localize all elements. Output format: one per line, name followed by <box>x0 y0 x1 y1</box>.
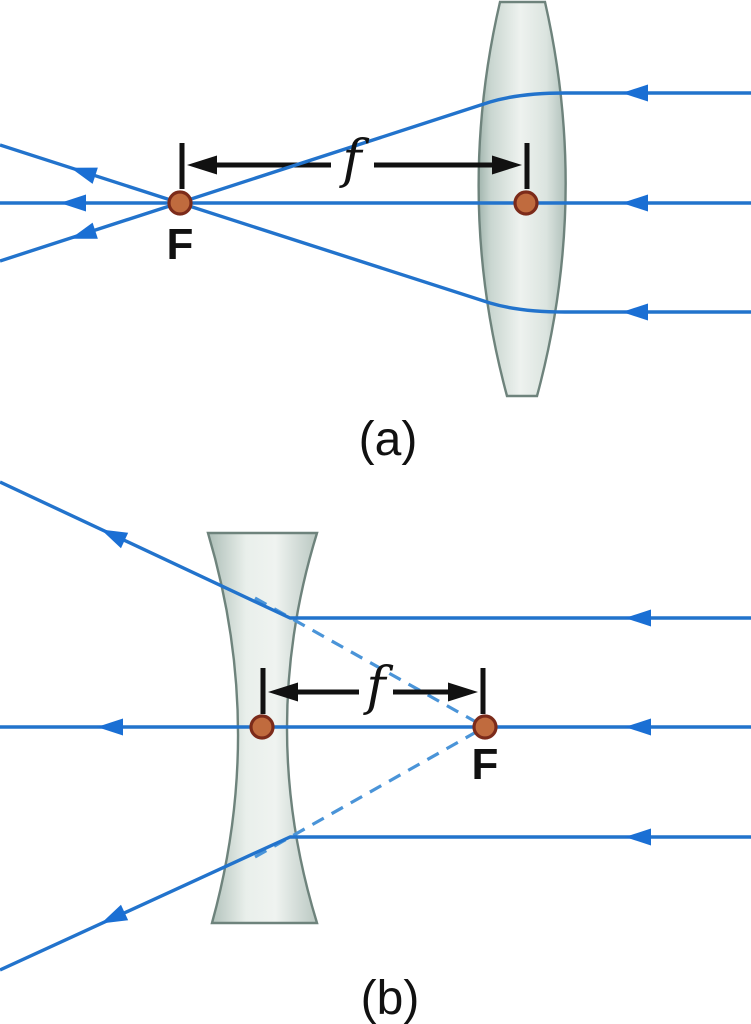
top-ray <box>0 480 751 620</box>
caption-b: (b) <box>361 972 420 1024</box>
rays-b <box>0 480 751 972</box>
dimension-arrow-right-icon <box>492 155 522 175</box>
dimension-tick-right-b <box>480 668 486 714</box>
ray-arrow-icon <box>70 222 98 239</box>
focal-length-label-b: f <box>362 657 393 717</box>
ray-arrow-icon <box>625 718 651 736</box>
panel-b: F f (b) <box>0 480 751 1024</box>
focal-length-label-a: f <box>338 130 369 190</box>
dimension-tick-left-a <box>179 143 185 189</box>
ray-arrow-icon <box>97 718 123 736</box>
bottom-ray <box>0 835 751 972</box>
focal-length-dimension-a <box>179 143 530 189</box>
ray-arrow-icon <box>60 194 86 212</box>
ray-arrow-icon <box>101 904 129 924</box>
lens-center-dot-b <box>249 714 275 740</box>
top-ray <box>0 91 751 263</box>
focal-point-dot-b <box>472 714 498 740</box>
ray-arrow-icon <box>625 609 651 627</box>
ray-arrow-icon <box>625 828 651 846</box>
focal-point-label-b: F <box>472 740 499 789</box>
rays-a <box>0 84 751 321</box>
focal-length-dimension-b <box>260 668 486 714</box>
lens-center-dot-a <box>513 190 539 216</box>
dimension-arrow-left-icon <box>187 155 217 175</box>
ray-arrow-icon <box>622 194 648 212</box>
ray-arrow-icon <box>622 303 648 321</box>
dimension-arrow-left-icon <box>268 682 298 702</box>
dimension-tick-right-a <box>524 143 530 189</box>
ray-arrow-icon <box>622 84 648 102</box>
dimension-tick-left-b <box>260 668 266 714</box>
caption-a: (a) <box>359 413 418 466</box>
focal-point-label-a: F <box>167 220 194 269</box>
ray-arrow-icon <box>70 167 98 184</box>
bottom-ray <box>0 143 751 314</box>
ray-arrow-icon <box>101 529 129 549</box>
dimension-arrow-right-icon <box>448 682 478 702</box>
focal-point-dot-a <box>167 190 193 216</box>
panel-a: F f (a) <box>0 0 751 466</box>
